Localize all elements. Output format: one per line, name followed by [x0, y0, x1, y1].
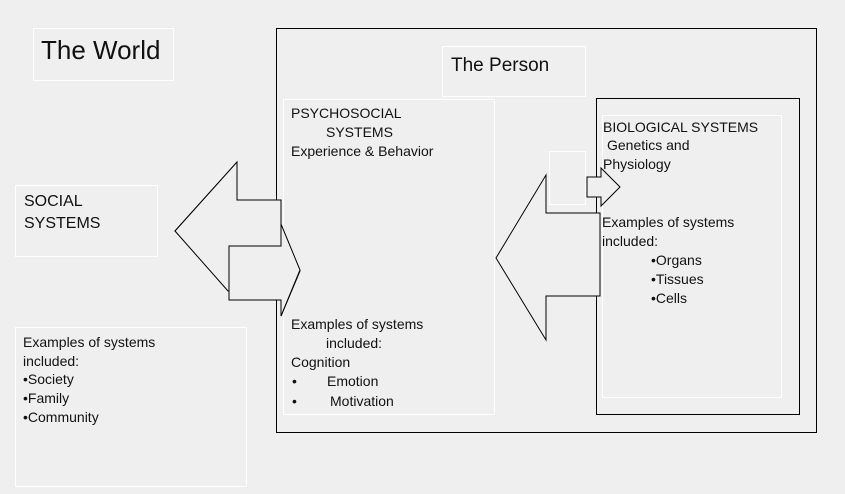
biological-title: BIOLOGICAL SYSTEMS: [603, 119, 759, 135]
world-title-box: [33, 28, 174, 81]
list-item: Emotion: [327, 373, 379, 389]
biological-examples-heading-line1: Examples of systems: [602, 214, 735, 230]
psychosocial-subtitle: Experience & Behavior: [291, 143, 434, 159]
list-item: Motivation: [330, 393, 394, 409]
social-title-box: [15, 185, 158, 257]
world-title: The World: [41, 35, 161, 65]
psychosocial-lead-item: Cognition: [291, 354, 351, 370]
biological-subtitle-line2: Physiology: [603, 156, 671, 172]
list-item: Family: [23, 389, 99, 408]
psychosocial-examples-heading-line2: included:: [326, 335, 383, 351]
biological-examples-list: Organs Tissues Cells: [651, 251, 704, 308]
bullet-dot: •: [292, 393, 297, 409]
list-item: Organs: [651, 251, 704, 270]
small-right-arrow-to-biological: [586, 166, 621, 208]
left-arrow-to-psychosocial: [495, 173, 601, 342]
list-item: Society: [23, 370, 99, 389]
biological-inner-box: [602, 115, 782, 398]
list-item: Cells: [651, 289, 704, 308]
person-title-box: [442, 46, 586, 97]
biological-examples-heading-line2: included:: [602, 233, 659, 249]
social-title-line1: SOCIAL: [24, 193, 83, 210]
biological-subtitle-line1: Genetics and: [607, 137, 690, 153]
social-examples-heading-line1: Examples of systems: [23, 334, 156, 350]
social-title-line2: SYSTEMS: [24, 215, 101, 232]
list-item: Community: [23, 408, 99, 427]
social-examples-list: Society Family Community: [23, 370, 99, 427]
psychosocial-examples-heading-line1: Examples of systems: [291, 316, 424, 332]
social-examples-box: [15, 327, 247, 487]
social-examples-heading-line2: included:: [23, 353, 80, 369]
psychosocial-title-line2: SYSTEMS: [326, 124, 393, 140]
right-arrow-to-psychosocial: [228, 223, 301, 317]
list-item: Tissues: [651, 270, 704, 289]
psychosocial-title-line1: PSYCHOSOCIAL: [291, 105, 402, 121]
small-connector-box: [549, 151, 586, 205]
bullet-dot: •: [292, 373, 297, 389]
person-title: The Person: [451, 55, 550, 76]
